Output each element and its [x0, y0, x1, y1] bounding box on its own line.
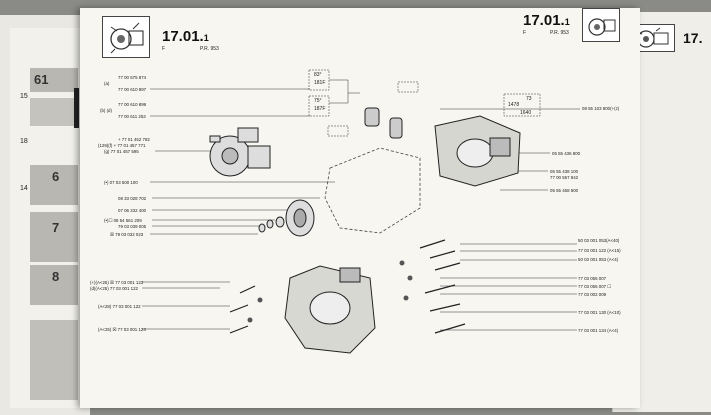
water-pump-icon [582, 8, 620, 42]
callout-text: 1478 [508, 102, 520, 108]
part-ref: 77 00 610 897 [118, 87, 147, 92]
index-tab: 6 [30, 165, 78, 205]
part-ref: 77 00 557 842 [550, 175, 579, 180]
binding-spine [74, 88, 79, 128]
part-ref: ☒ 79 03 032 023 [110, 232, 144, 237]
part-ref-note: (a) [104, 81, 110, 86]
page-code-left: F [162, 46, 166, 52]
part-ref: 79 03 039 005 [118, 224, 147, 229]
right-page-header: 17. [683, 30, 703, 46]
part-ref: (129)(f) + 77 01 457 771 [98, 143, 146, 148]
part-ref: 77 03 001 134 (A<4) [578, 328, 619, 333]
water-pump-icon [102, 16, 150, 58]
part-ref: 07 06 232 400 [118, 208, 147, 213]
part-ref: 08 55 103 800(+(z) [582, 106, 620, 111]
part-ref: (A<28) 77 03 001 122 [98, 304, 141, 309]
callout-text: 1640 [520, 110, 532, 116]
callout-text: 75° [314, 98, 322, 104]
page-code-right-left: F [523, 30, 527, 36]
callout-text: 181F [314, 80, 326, 86]
page-code-right: P.R. 953 [550, 30, 569, 36]
part-ref: 05 55 458 500 [550, 188, 579, 193]
part-ref-note: (b) (d) [100, 108, 112, 113]
margin-number: 18 [20, 138, 28, 145]
part-ref: 50 03 001 053 (A<4) [578, 257, 619, 262]
margin-number: 15 [20, 93, 28, 100]
part-ref: (•)☐ 08 54 561 209 [104, 218, 142, 223]
part-ref: 77 03 055 007 [578, 276, 607, 281]
callout-text: 83° [314, 72, 322, 78]
index-tab: 61 [30, 68, 78, 92]
part-ref: (•) 07 03 500 100 [104, 180, 138, 185]
part-ref: (A<25) ☒ 77 03 001 123 [98, 327, 146, 332]
part-ref: 77 03 002 009 [578, 292, 607, 297]
part-ref: 05 55 438 100 [550, 169, 579, 174]
parts-catalog-page: 17.01.1 F P.R. 953 17.01.1 F P.R. 953 77… [80, 8, 640, 408]
callout-text: 73 [526, 96, 532, 102]
part-ref: 77 03 055 007 ☐ [578, 284, 612, 289]
part-ref: (d)(A<25) 77 03 001 122 [90, 286, 138, 291]
index-tab: 7 [30, 212, 78, 262]
part-ref: (g) 77 01 457 595 [104, 149, 139, 154]
part-ref: 77 03 001 130 (A<10) [578, 310, 621, 315]
section-number: 17.01.1 [162, 28, 209, 45]
callout-text: 187F [314, 106, 326, 112]
part-ref: 77 00 575 874 [118, 75, 147, 80]
part-ref: + 77 01 452 782 [118, 137, 150, 142]
section-number-right: 17.01.1 [523, 12, 570, 29]
part-ref: 50 03 001 053(A<40) [578, 238, 620, 243]
part-ref: 05 55 436 800 [552, 151, 581, 156]
index-tab [30, 98, 78, 126]
part-ref: 08 33 028 702 [118, 196, 147, 201]
part-ref: 77 03 001 122 (A<15) [578, 248, 621, 253]
exploded-parts-diagram [142, 69, 580, 354]
margin-number: 14 [20, 185, 28, 192]
part-ref: (+)(A<25) ☒ 77 03 001 123 [90, 280, 144, 285]
part-ref: 77 00 610 899 [118, 102, 147, 107]
page-code: P.R. 953 [200, 46, 219, 52]
index-tab: 8 [30, 265, 78, 305]
part-ref: 77 00 611 253 [118, 114, 146, 119]
index-tab [30, 320, 78, 400]
